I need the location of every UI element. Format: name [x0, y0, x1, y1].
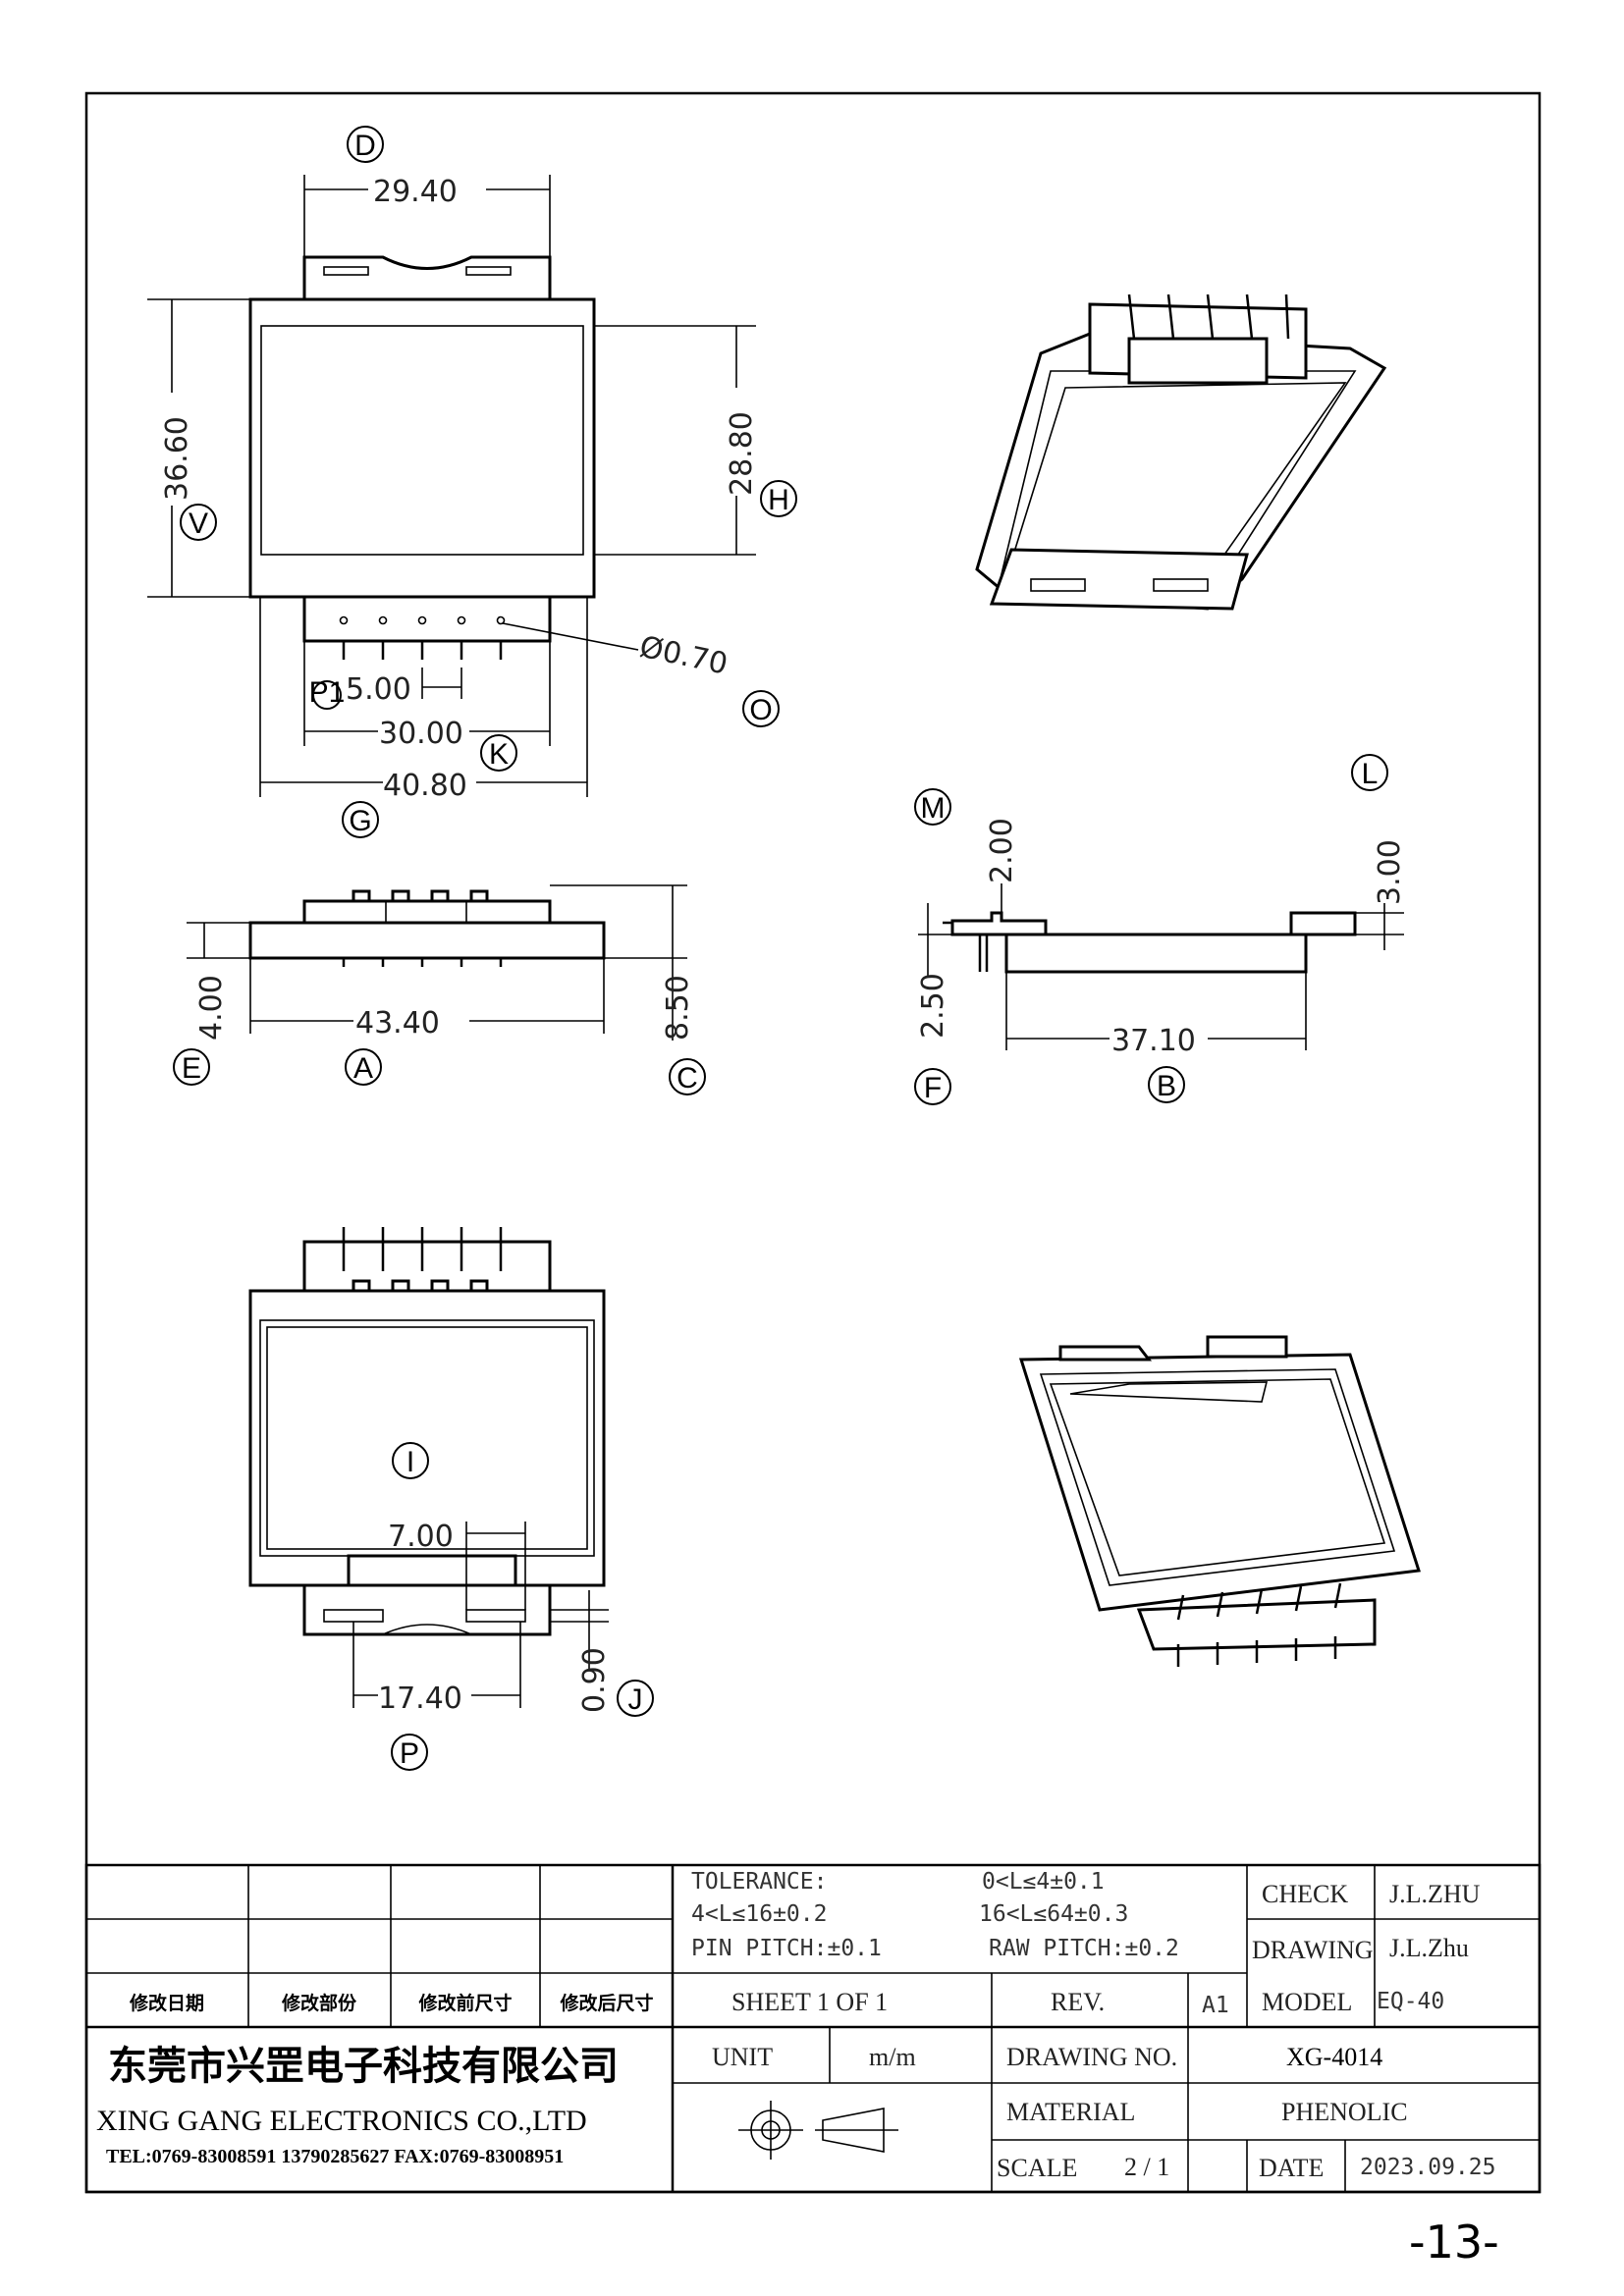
rev-value: A1 — [1202, 1993, 1229, 2018]
model-value: EQ-40 — [1377, 1989, 1444, 2014]
label-k: K — [480, 734, 517, 772]
svg-text:V: V — [189, 507, 208, 540]
tolerance-raw-pitch: RAW PITCH:±0.2 — [989, 1936, 1179, 1961]
label-j: J — [617, 1680, 654, 1717]
date-value: 2023.09.25 — [1360, 2155, 1495, 2180]
dim-b-value: 37.10 — [1111, 1024, 1196, 1058]
svg-text:C: C — [677, 1062, 698, 1095]
top-view: 29.40 36.60 28.80 Ø0.70 5.00 30.00 40.80 — [147, 175, 759, 803]
label-h: H — [760, 480, 797, 517]
svg-text:F: F — [924, 1072, 942, 1104]
svg-text:K: K — [489, 738, 509, 771]
label-c: C — [669, 1058, 706, 1095]
svg-text:O: O — [749, 694, 772, 726]
sheet-label: SHEET 1 OF 1 — [731, 1988, 888, 2016]
tolerance-row2-right: 16<L≤64±0.3 — [979, 1901, 1128, 1927]
dim-pitch-value: 5.00 — [346, 672, 411, 707]
dim-v-value: 36.60 — [160, 416, 194, 501]
dim-c-value: 8.50 — [661, 975, 695, 1041]
material-label: MATERIAL — [1006, 2098, 1135, 2126]
title-block: 修改日期 修改部份 修改前尺寸 修改后尺寸 东莞市兴罡电子科技有限公司 XING… — [84, 1863, 1542, 2194]
svg-text:H: H — [768, 484, 789, 516]
label-p1: P1 — [309, 676, 346, 710]
tolerance-title: TOLERANCE: — [691, 1869, 827, 1895]
scale-label: SCALE — [997, 2154, 1077, 2182]
label-o: O — [742, 690, 780, 727]
dim-j-value: 0.90 — [577, 1647, 612, 1713]
drawing-no-label: DRAWING NO. — [1006, 2043, 1177, 2071]
unit-label: UNIT — [712, 2043, 773, 2071]
dim-o-value: Ø0.70 — [636, 630, 731, 682]
label-l: L — [1351, 754, 1388, 791]
rev-header-after: 修改后尺寸 — [559, 1992, 653, 2014]
rev-label: REV. — [1051, 1988, 1105, 2016]
model-label: MODEL — [1262, 1988, 1352, 2016]
iso-view-top — [975, 294, 1387, 611]
svg-text:J: J — [628, 1683, 643, 1716]
label-i: I — [392, 1442, 429, 1479]
svg-text:B: B — [1157, 1070, 1176, 1102]
date-label: DATE — [1259, 2154, 1324, 2182]
company-name-en: XING GANG ELECTRONICS CO.,LTD — [96, 2105, 587, 2137]
unit-value: m/m — [869, 2043, 916, 2071]
dim-d-value: 29.40 — [373, 175, 458, 209]
side-view: 2.00 3.00 2.50 37.10 — [916, 818, 1407, 1058]
drawing-value: J.L.Zhu — [1389, 1934, 1469, 1962]
page-number: -13- — [1409, 2216, 1499, 2269]
projection-symbol — [738, 2101, 898, 2160]
check-value: J.L.ZHU — [1389, 1880, 1481, 1908]
iso-view-bottom — [1018, 1335, 1421, 1667]
scale-value: 2 / 1 — [1124, 2153, 1169, 2181]
tolerance-pin-pitch: PIN PITCH:±0.1 — [691, 1936, 882, 1961]
label-d: D — [347, 126, 384, 163]
svg-text:I: I — [406, 1446, 414, 1478]
material-value: PHENOLIC — [1281, 2098, 1408, 2126]
rev-header-date: 修改日期 — [129, 1992, 204, 2014]
dim-h-value: 28.80 — [725, 411, 759, 496]
dim-g-value: 40.80 — [383, 769, 467, 803]
company-name-cn: 东莞市兴罡电子科技有限公司 — [108, 2044, 619, 2089]
dim-e-value: 4.00 — [194, 975, 229, 1041]
dim-k-value: 30.00 — [379, 717, 463, 751]
company-contact: TEL:0769-83008591 13790285627 FAX:0769-8… — [106, 2146, 564, 2167]
svg-text:A: A — [353, 1052, 373, 1085]
rev-header-before: 修改前尺寸 — [417, 1992, 512, 2014]
view-labels: D V H O P1 K G E A C M L F B I J P — [173, 126, 1388, 1771]
rev-header-part: 修改部份 — [281, 1992, 357, 2014]
dim-l-value: 3.00 — [1373, 839, 1407, 905]
svg-text:D: D — [354, 130, 376, 162]
front-view: 4.00 43.40 8.50 — [187, 884, 695, 1041]
svg-text:L: L — [1362, 758, 1379, 790]
pin-row-top-view — [339, 615, 506, 660]
dim-i-value: 7.00 — [388, 1520, 454, 1554]
label-p: P — [391, 1734, 428, 1771]
svg-text:P1: P1 — [309, 676, 346, 709]
label-e: E — [173, 1048, 210, 1086]
drawing-no-value: XG-4014 — [1286, 2043, 1382, 2071]
label-a: A — [345, 1048, 382, 1086]
svg-text:G: G — [349, 805, 371, 837]
tolerance-row2-left: 4<L≤16±0.2 — [691, 1901, 827, 1927]
drawing-label: DRAWING — [1252, 1936, 1374, 1964]
svg-text:P: P — [400, 1737, 419, 1770]
check-label: CHECK — [1262, 1880, 1348, 1908]
tolerance-row1: 0<L≤4±0.1 — [982, 1869, 1105, 1895]
svg-text:E: E — [182, 1052, 201, 1085]
label-g: G — [342, 801, 379, 838]
label-f: F — [914, 1068, 951, 1105]
dim-m-value: 2.00 — [985, 818, 1019, 883]
svg-text:M: M — [921, 792, 946, 825]
dim-p-value: 17.40 — [378, 1682, 462, 1716]
label-m: M — [914, 788, 951, 826]
label-b: B — [1148, 1066, 1185, 1103]
bottom-view: 7.00 17.40 0.90 — [248, 1227, 612, 1716]
dim-a-value: 43.40 — [355, 1006, 440, 1041]
label-v: V — [180, 504, 217, 541]
dim-f-value: 2.50 — [916, 973, 950, 1039]
